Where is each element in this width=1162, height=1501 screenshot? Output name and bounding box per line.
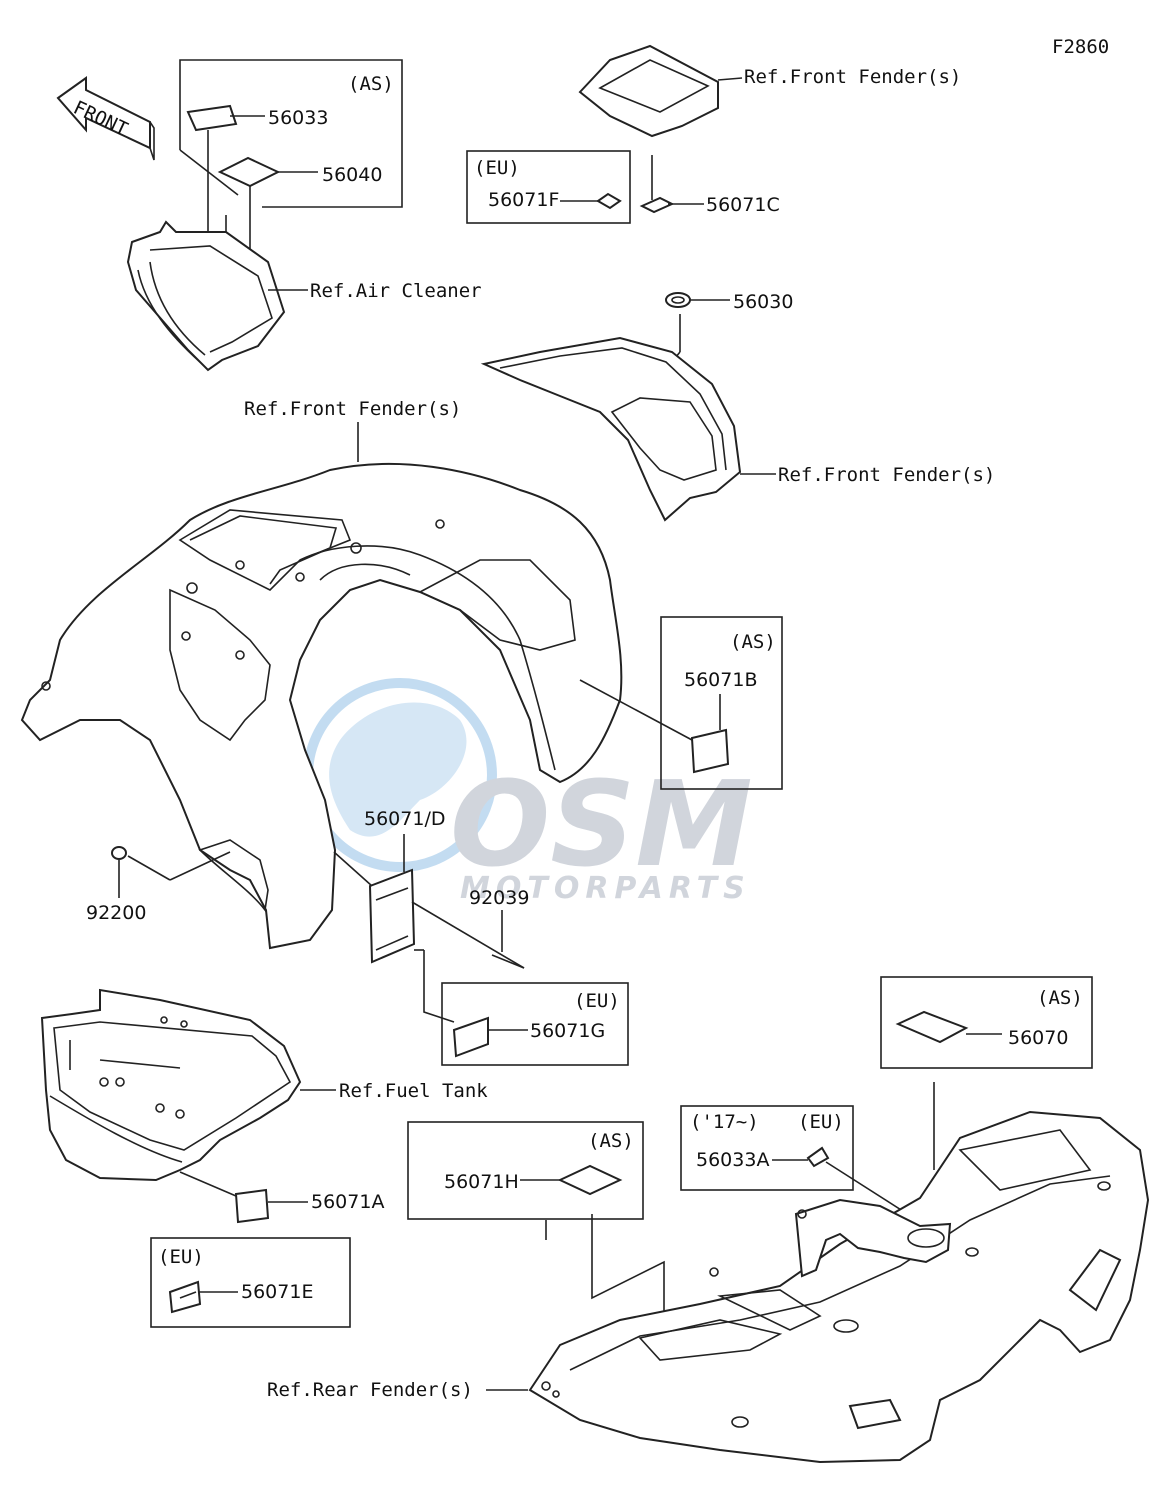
watermark: OSM MOTORPARTS	[303, 678, 753, 906]
ref-air-cleaner: Ref.Air Cleaner	[310, 280, 482, 302]
decal-56071F	[596, 192, 622, 210]
eu2017-box-56033A	[680, 1105, 854, 1191]
eu2017-year-label: ('17~)	[690, 1111, 759, 1133]
part-56033A-label: 56033A	[696, 1149, 769, 1171]
ref-front-fender-1: Ref.Front Fender(s)	[744, 66, 961, 88]
ref-front-fender-3: Ref.Front Fender(s)	[778, 464, 995, 486]
as-56071H-label: (AS)	[588, 1130, 634, 1152]
part-92200-label: 92200	[86, 902, 146, 924]
part-56033-label: 56033	[268, 107, 328, 129]
watermark-sub: MOTORPARTS	[460, 871, 751, 906]
part-56071E-label: 56071E	[241, 1281, 313, 1303]
decal-56033	[186, 104, 238, 132]
decal-56071G	[452, 1016, 489, 1058]
part-56071H-label: 56071H	[444, 1171, 519, 1193]
rear-bracket	[794, 1198, 952, 1278]
as-box-56071H	[407, 1121, 644, 1220]
front-arrow-icon: FRONT	[56, 76, 155, 161]
main-front-fender-group: Ref.Front Fender(s) 92200 56071/D 92039	[20, 398, 783, 1066]
part-56071A-label: 56071A	[311, 1191, 384, 1213]
as-56071B-label: (AS)	[730, 631, 776, 653]
air-cleaner-as-label: (AS)	[348, 73, 394, 95]
decal-56071B	[690, 728, 730, 774]
eu-56071G-label: (EU)	[574, 990, 620, 1012]
as-box-56071B	[660, 616, 783, 790]
decal-56071D	[368, 868, 416, 964]
decal-56071E	[168, 1280, 202, 1314]
ref-fuel-tank: Ref.Fuel Tank	[339, 1080, 488, 1102]
fuel-tank-group: Ref.Fuel Tank 56071A (EU) 56071E	[40, 988, 488, 1328]
decal-56071C	[639, 196, 675, 214]
decal-56033A	[806, 1146, 830, 1168]
part-92039-label: 92039	[469, 887, 529, 909]
rear-reflector-left	[848, 1398, 902, 1430]
part-56071F-label: 56071F	[488, 189, 559, 211]
air-cleaner-cover	[126, 220, 286, 372]
eu-box-56071E	[150, 1237, 351, 1328]
as-box-56070	[880, 976, 1093, 1069]
part-56071B-label: 56071B	[684, 669, 757, 691]
air-cleaner-group: (AS) 56033 56040 Ref.Air Cleaner	[126, 59, 482, 372]
front-fender-top-part	[578, 44, 719, 138]
eu-56071E-label: (EU)	[158, 1246, 204, 1268]
rear-fender	[528, 1110, 1150, 1464]
part-56070-label: 56070	[1008, 1027, 1068, 1049]
as-56070-label: (AS)	[1037, 987, 1083, 1009]
eu-box-56071F	[466, 150, 631, 224]
ref-front-fender-2: Ref.Front Fender(s)	[244, 398, 461, 420]
decal-56071H	[557, 1164, 623, 1196]
decal-56070	[895, 1010, 969, 1044]
decal-56040	[217, 156, 281, 188]
figure-code: F2860	[1052, 36, 1109, 58]
grommet-92200	[111, 846, 127, 860]
rear-fender-group: (AS) 56070 ('17~) (EU) 56033A (AS) 56071…	[267, 976, 1150, 1464]
part-56040-label: 56040	[322, 164, 382, 186]
rear-reflector-right	[1068, 1248, 1122, 1312]
fuel-tank-tray	[40, 988, 302, 1182]
decal-56071A	[234, 1188, 270, 1224]
ref-rear-fender: Ref.Rear Fender(s)	[267, 1379, 473, 1401]
main-front-fender	[20, 462, 623, 950]
front-fender-right-part	[480, 336, 742, 522]
front-fender-top-group: Ref.Front Fender(s) 56071C (EU) 56071F	[466, 44, 961, 224]
watermark-main: OSM	[450, 755, 753, 893]
front-fender-right-group: 56030 Ref.Front Fender(s)	[480, 291, 995, 522]
part-56071C-label: 56071C	[706, 194, 780, 216]
grommet-56030	[665, 292, 691, 308]
eu-56071F-label: (EU)	[474, 157, 520, 179]
eu-box-56071G	[441, 982, 629, 1066]
eu2017-eu-label: (EU)	[798, 1111, 844, 1133]
part-56071G-label: 56071G	[530, 1020, 605, 1042]
part-56030-label: 56030	[733, 291, 793, 313]
part-56071D-label: 56071/D	[364, 808, 445, 830]
